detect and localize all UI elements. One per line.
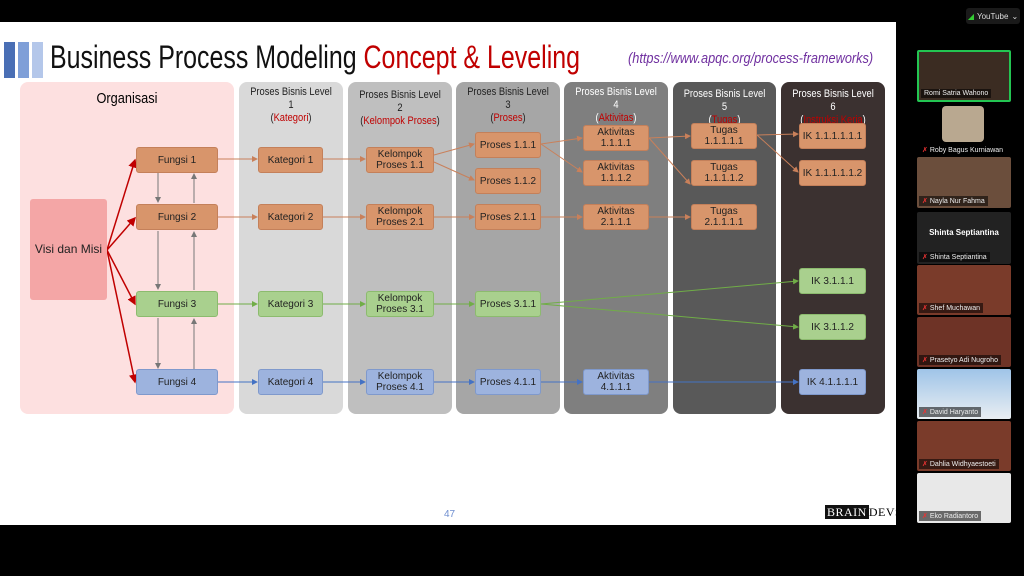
tugas-box: Tugas 2.1.1.1.1	[691, 204, 757, 230]
kelompok-proses-box: Kelompok Proses 4.1	[366, 369, 434, 395]
source-url: (https://www.apqc.org/process-frameworks…	[628, 50, 874, 67]
fungsi-box: Fungsi 4	[136, 369, 218, 395]
proses-box: Proses 1.1.2	[475, 168, 541, 194]
participant-video[interactable]: ✗David Haryanto	[917, 369, 1011, 419]
chevron-down-icon: ⌄	[1011, 11, 1019, 21]
mic-muted-icon: ✗	[922, 198, 928, 205]
participant-video[interactable]: ✗Dahlia Widhyaestoeti	[917, 421, 1011, 471]
tugas-box: Tugas 1.1.1.1.2	[691, 160, 757, 186]
participant-video[interactable]	[942, 106, 984, 142]
instruksi-kerja-box: IK 3.1.1.1	[799, 268, 866, 294]
page-number: 47	[444, 509, 456, 520]
live-signal-icon: ◢	[967, 11, 974, 21]
proses-box: Proses 2.1.1	[475, 204, 541, 230]
participant-video[interactable]: ✗Nayla Nur Fahma	[917, 157, 1011, 208]
instruksi-kerja-box: IK 4.1.1.1.1	[799, 369, 866, 395]
aktivitas-box: Aktivitas 4.1.1.1	[583, 369, 649, 395]
kategori-box: Kategori 3	[258, 291, 323, 317]
participant-video[interactable]: Romi Satria Wahono	[917, 50, 1011, 102]
mic-muted-icon: ✗	[922, 409, 928, 416]
fungsi-box: Fungsi 1	[136, 147, 218, 173]
tugas-box: Tugas 1.1.1.1.1	[691, 123, 757, 149]
proses-box: Proses 1.1.1	[475, 132, 541, 158]
slide-title: Business Process Modeling Concept & Leve…	[50, 39, 580, 75]
instruksi-kerja-box: IK 3.1.1.2	[799, 314, 866, 340]
instruksi-kerja-box: IK 1.1.1.1.1.2	[799, 160, 866, 186]
fungsi-box: Fungsi 3	[136, 291, 218, 317]
participant-video[interactable]: ✗Eko Radiantoro	[917, 473, 1011, 523]
proses-box: Proses 3.1.1	[475, 291, 541, 317]
aktivitas-box: Aktivitas 2.1.1.1	[583, 204, 649, 230]
fungsi-box: Fungsi 2	[136, 204, 218, 230]
column-level-2: Proses Bisnis Level 2(Kelompok Proses)	[348, 82, 452, 414]
mic-muted-icon: ✗	[922, 254, 928, 261]
kategori-box: Kategori 4	[258, 369, 323, 395]
kategori-box: Kategori 1	[258, 147, 323, 173]
kelompok-proses-box: Kelompok Proses 1.1	[366, 147, 434, 173]
mic-muted-icon: ✗	[922, 305, 928, 312]
kelompok-proses-box: Kelompok Proses 3.1	[366, 291, 434, 317]
kategori-box: Kategori 2	[258, 204, 323, 230]
participant-video[interactable]: ✗Shef Muchawan	[917, 265, 1011, 315]
aktivitas-box: Aktivitas 1.1.1.1	[583, 125, 649, 151]
mic-muted-icon: ✗	[922, 513, 928, 520]
participant-video[interactable]: Shinta Septiantina✗Shinta Septiantina	[917, 212, 1011, 264]
visi-misi-box: Visi dan Misi	[30, 199, 107, 300]
participant-video[interactable]: ✗Prasetyo Adi Nugroho	[917, 317, 1011, 367]
participant-label: ✗Roby Bagus Kurniawan	[917, 143, 1011, 156]
proses-box: Proses 4.1.1	[475, 369, 541, 395]
instruksi-kerja-box: IK 1.1.1.1.1.1	[799, 123, 866, 149]
mic-muted-icon: ✗	[922, 147, 928, 154]
youtube-live-button[interactable]: ◢YouTube⌄	[966, 8, 1020, 24]
aktivitas-box: Aktivitas 1.1.1.2	[583, 160, 649, 186]
presentation-slide: Business Process Modeling Concept & Leve…	[0, 22, 902, 525]
mic-muted-icon: ✗	[922, 461, 928, 468]
column-level-1: Proses Bisnis Level 1(Kategori)	[239, 82, 343, 414]
kelompok-proses-box: Kelompok Proses 2.1	[366, 204, 434, 230]
mic-muted-icon: ✗	[922, 357, 928, 364]
